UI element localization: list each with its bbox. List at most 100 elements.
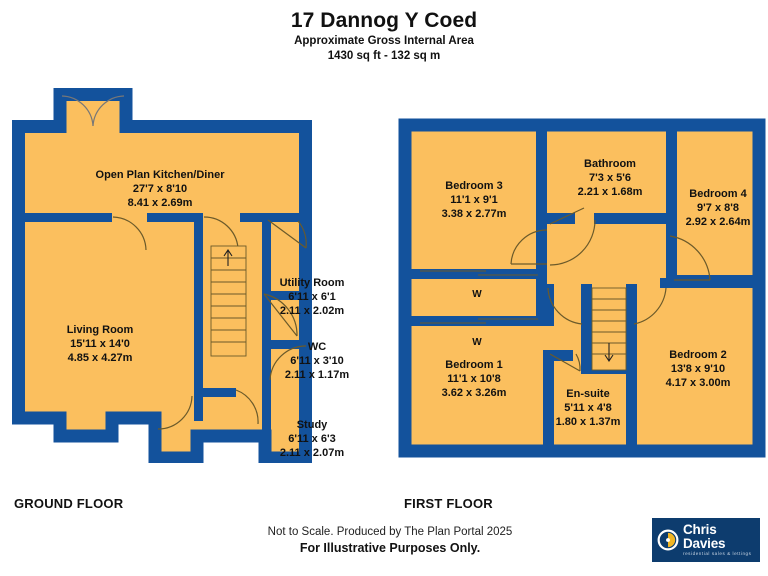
door-bedroom1 xyxy=(547,287,583,325)
room-dim-imperial-bathroom: 7'3 x 5'6 xyxy=(589,172,631,184)
door-wc xyxy=(263,293,298,337)
ground-floor-outline xyxy=(12,88,312,463)
room-dim-metric-bedroom-2: 4.17 x 3.00m xyxy=(666,377,731,389)
wall-hall-south xyxy=(194,388,236,397)
area-subtitle-line-2: 1430 sq ft - 132 sq m xyxy=(327,50,441,62)
ground-floor-stairs xyxy=(210,245,247,357)
logo-circle-icon xyxy=(657,529,679,551)
wall-utility-wc-2 xyxy=(280,291,306,300)
door-bedroom2 xyxy=(633,287,667,325)
wall-hall-east xyxy=(262,222,271,422)
page-title: 17 Dannog Y Coed xyxy=(290,9,478,32)
chris-davies-logo[interactable]: Chris Davies residential sales & letting… xyxy=(652,518,760,562)
wall-kitchen-south-right xyxy=(147,213,202,222)
door-kitchen-hall xyxy=(112,216,147,251)
page-header: 17 Dannog Y Coed Approximate Gross Inter… xyxy=(0,8,768,64)
door-bathroom-arc xyxy=(549,219,596,266)
door-utility xyxy=(267,219,307,249)
room-label-bedroom-1: Bedroom 1 xyxy=(445,359,502,371)
wall-wardrobe-east xyxy=(536,269,547,326)
room-label-bedroom-2: Bedroom 2 xyxy=(669,349,726,361)
door-wc-arc xyxy=(263,293,298,337)
room-label-bedroom-3: Bedroom 3 xyxy=(445,180,502,192)
wall-ensuite-north xyxy=(543,350,573,361)
room-label-living-room: Living Room xyxy=(67,324,134,336)
room-dim-imperial-utility-room: 6'11 x 6'1 xyxy=(288,291,335,303)
ground-floor-room-labels: Open Plan Kitchen/Diner 27'7 x 8'10 8.41… xyxy=(67,169,350,459)
room-label-bathroom: Bathroom xyxy=(584,158,636,170)
door-bedroom3-arc xyxy=(510,229,548,265)
wall-study-west xyxy=(262,388,271,436)
wall-hall-west xyxy=(194,213,203,421)
room-dim-metric-en-suite: 1.80 x 1.37m xyxy=(556,416,621,428)
door-french-right xyxy=(92,95,125,127)
room-dim-metric-bathroom: 2.21 x 1.68m xyxy=(578,186,643,198)
ground-floor-internal-walls xyxy=(12,213,306,436)
door-utility-arc xyxy=(297,220,307,249)
room-dim-imperial-bedroom-3: 11'1 x 9'1 xyxy=(450,194,497,206)
room-dim-metric-utility-room: 2.11 x 2.02m xyxy=(280,305,344,317)
ground-floor-shell xyxy=(12,88,312,463)
room-dim-metric-bedroom-1: 3.62 x 3.26m xyxy=(442,387,507,399)
first-floor-doors xyxy=(510,207,711,372)
logo-tagline: residential sales & lettings xyxy=(683,551,752,557)
wall-kitchen-south-left xyxy=(12,213,112,222)
room-label-en-suite: En-suite xyxy=(566,388,609,400)
door-ensuite xyxy=(549,353,581,372)
wall-wc-study xyxy=(271,340,306,349)
wall-wardrobe-mid xyxy=(411,269,547,279)
wardrobe-labels: W W xyxy=(472,289,482,348)
area-subtitle-line-1: Approximate Gross Internal Area xyxy=(294,35,474,47)
door-kitchen-hall-2 xyxy=(203,216,239,249)
ground-floor-plan: Open Plan Kitchen/Diner 27'7 x 8'10 8.41… xyxy=(12,88,350,463)
room-dim-metric-open-plan-kitchen-diner: 8.41 x 2.69m xyxy=(128,197,193,209)
door-study xyxy=(269,345,307,381)
ground-floor-doors xyxy=(61,95,307,430)
wall-wardrobe-lower xyxy=(411,316,547,326)
disclaimer: Not to Scale. Produced by The Plan Porta… xyxy=(180,524,600,557)
wall-bedroom1-east xyxy=(543,284,554,326)
room-dim-imperial-wc: 6'11 x 3'10 xyxy=(290,355,344,367)
first-floor-label: FIRST FLOOR xyxy=(404,496,493,511)
wall-bathroom-south-right xyxy=(594,213,672,224)
room-dim-imperial-open-plan-kitchen-diner: 27'7 x 8'10 xyxy=(133,183,187,195)
wall-bedroom2-west xyxy=(626,284,637,451)
first-floor-stairs xyxy=(591,287,627,371)
wardrobe-sliders xyxy=(420,270,538,324)
room-label-wc: WC xyxy=(308,341,326,353)
wardrobe-marker-1: W xyxy=(472,289,482,300)
stairs-up-arrow xyxy=(223,249,233,266)
wall-bedroom3-east xyxy=(536,131,547,269)
disclaimer-line-2: For Illustrative Purposes Only. xyxy=(299,541,481,555)
room-dim-imperial-bedroom-4: 9'7 x 8'8 xyxy=(697,202,739,214)
first-floor-internal-walls xyxy=(411,131,759,451)
wall-stair-west xyxy=(581,284,592,374)
wall-landing-east xyxy=(660,278,759,288)
door-bathroom xyxy=(549,207,585,225)
first-floor-room-labels: Bedroom 3 11'1 x 9'1 3.38 x 2.77m Bathro… xyxy=(442,158,751,428)
room-dim-imperial-en-suite: 5'11 x 4'8 xyxy=(564,402,611,414)
logo-text-group: Chris Davies residential sales & letting… xyxy=(683,523,760,557)
room-label-utility-room: Utility Room xyxy=(280,277,345,289)
wall-ensuite-west xyxy=(543,350,554,451)
disclaimer-line-1: Not to Scale. Produced by The Plan Porta… xyxy=(267,526,513,538)
door-french-left xyxy=(61,95,94,127)
room-label-study: Study xyxy=(297,419,328,431)
first-floor-plan: W W Bedroom 3 11'1 x 9'1 3.38 x 2.77m Ba… xyxy=(398,118,766,458)
logo-name: Chris Davies xyxy=(683,522,726,551)
door-bedroom4-arc xyxy=(669,235,711,281)
stairs-down-arrow xyxy=(604,343,614,362)
ground-floor-label: GROUND FLOOR xyxy=(14,496,124,511)
room-dim-imperial-bedroom-2: 13'8 x 9'10 xyxy=(671,363,725,375)
door-hall-living xyxy=(157,395,193,430)
room-dim-imperial-bedroom-1: 11'1 x 10'8 xyxy=(447,373,501,385)
room-dim-metric-study: 2.11 x 2.07m xyxy=(280,447,344,459)
wardrobe-marker-2: W xyxy=(472,337,482,348)
room-dim-imperial-living-room: 15'11 x 14'0 xyxy=(70,338,130,350)
room-label-bedroom-4: Bedroom 4 xyxy=(689,188,747,200)
room-dim-imperial-study: 6'11 x 6'3 xyxy=(288,433,335,445)
room-label-open-plan-kitchen-diner: Open Plan Kitchen/Diner xyxy=(96,169,226,181)
wall-bathroom-east xyxy=(666,131,677,286)
room-dim-metric-bedroom-3: 3.38 x 2.77m xyxy=(442,208,507,220)
